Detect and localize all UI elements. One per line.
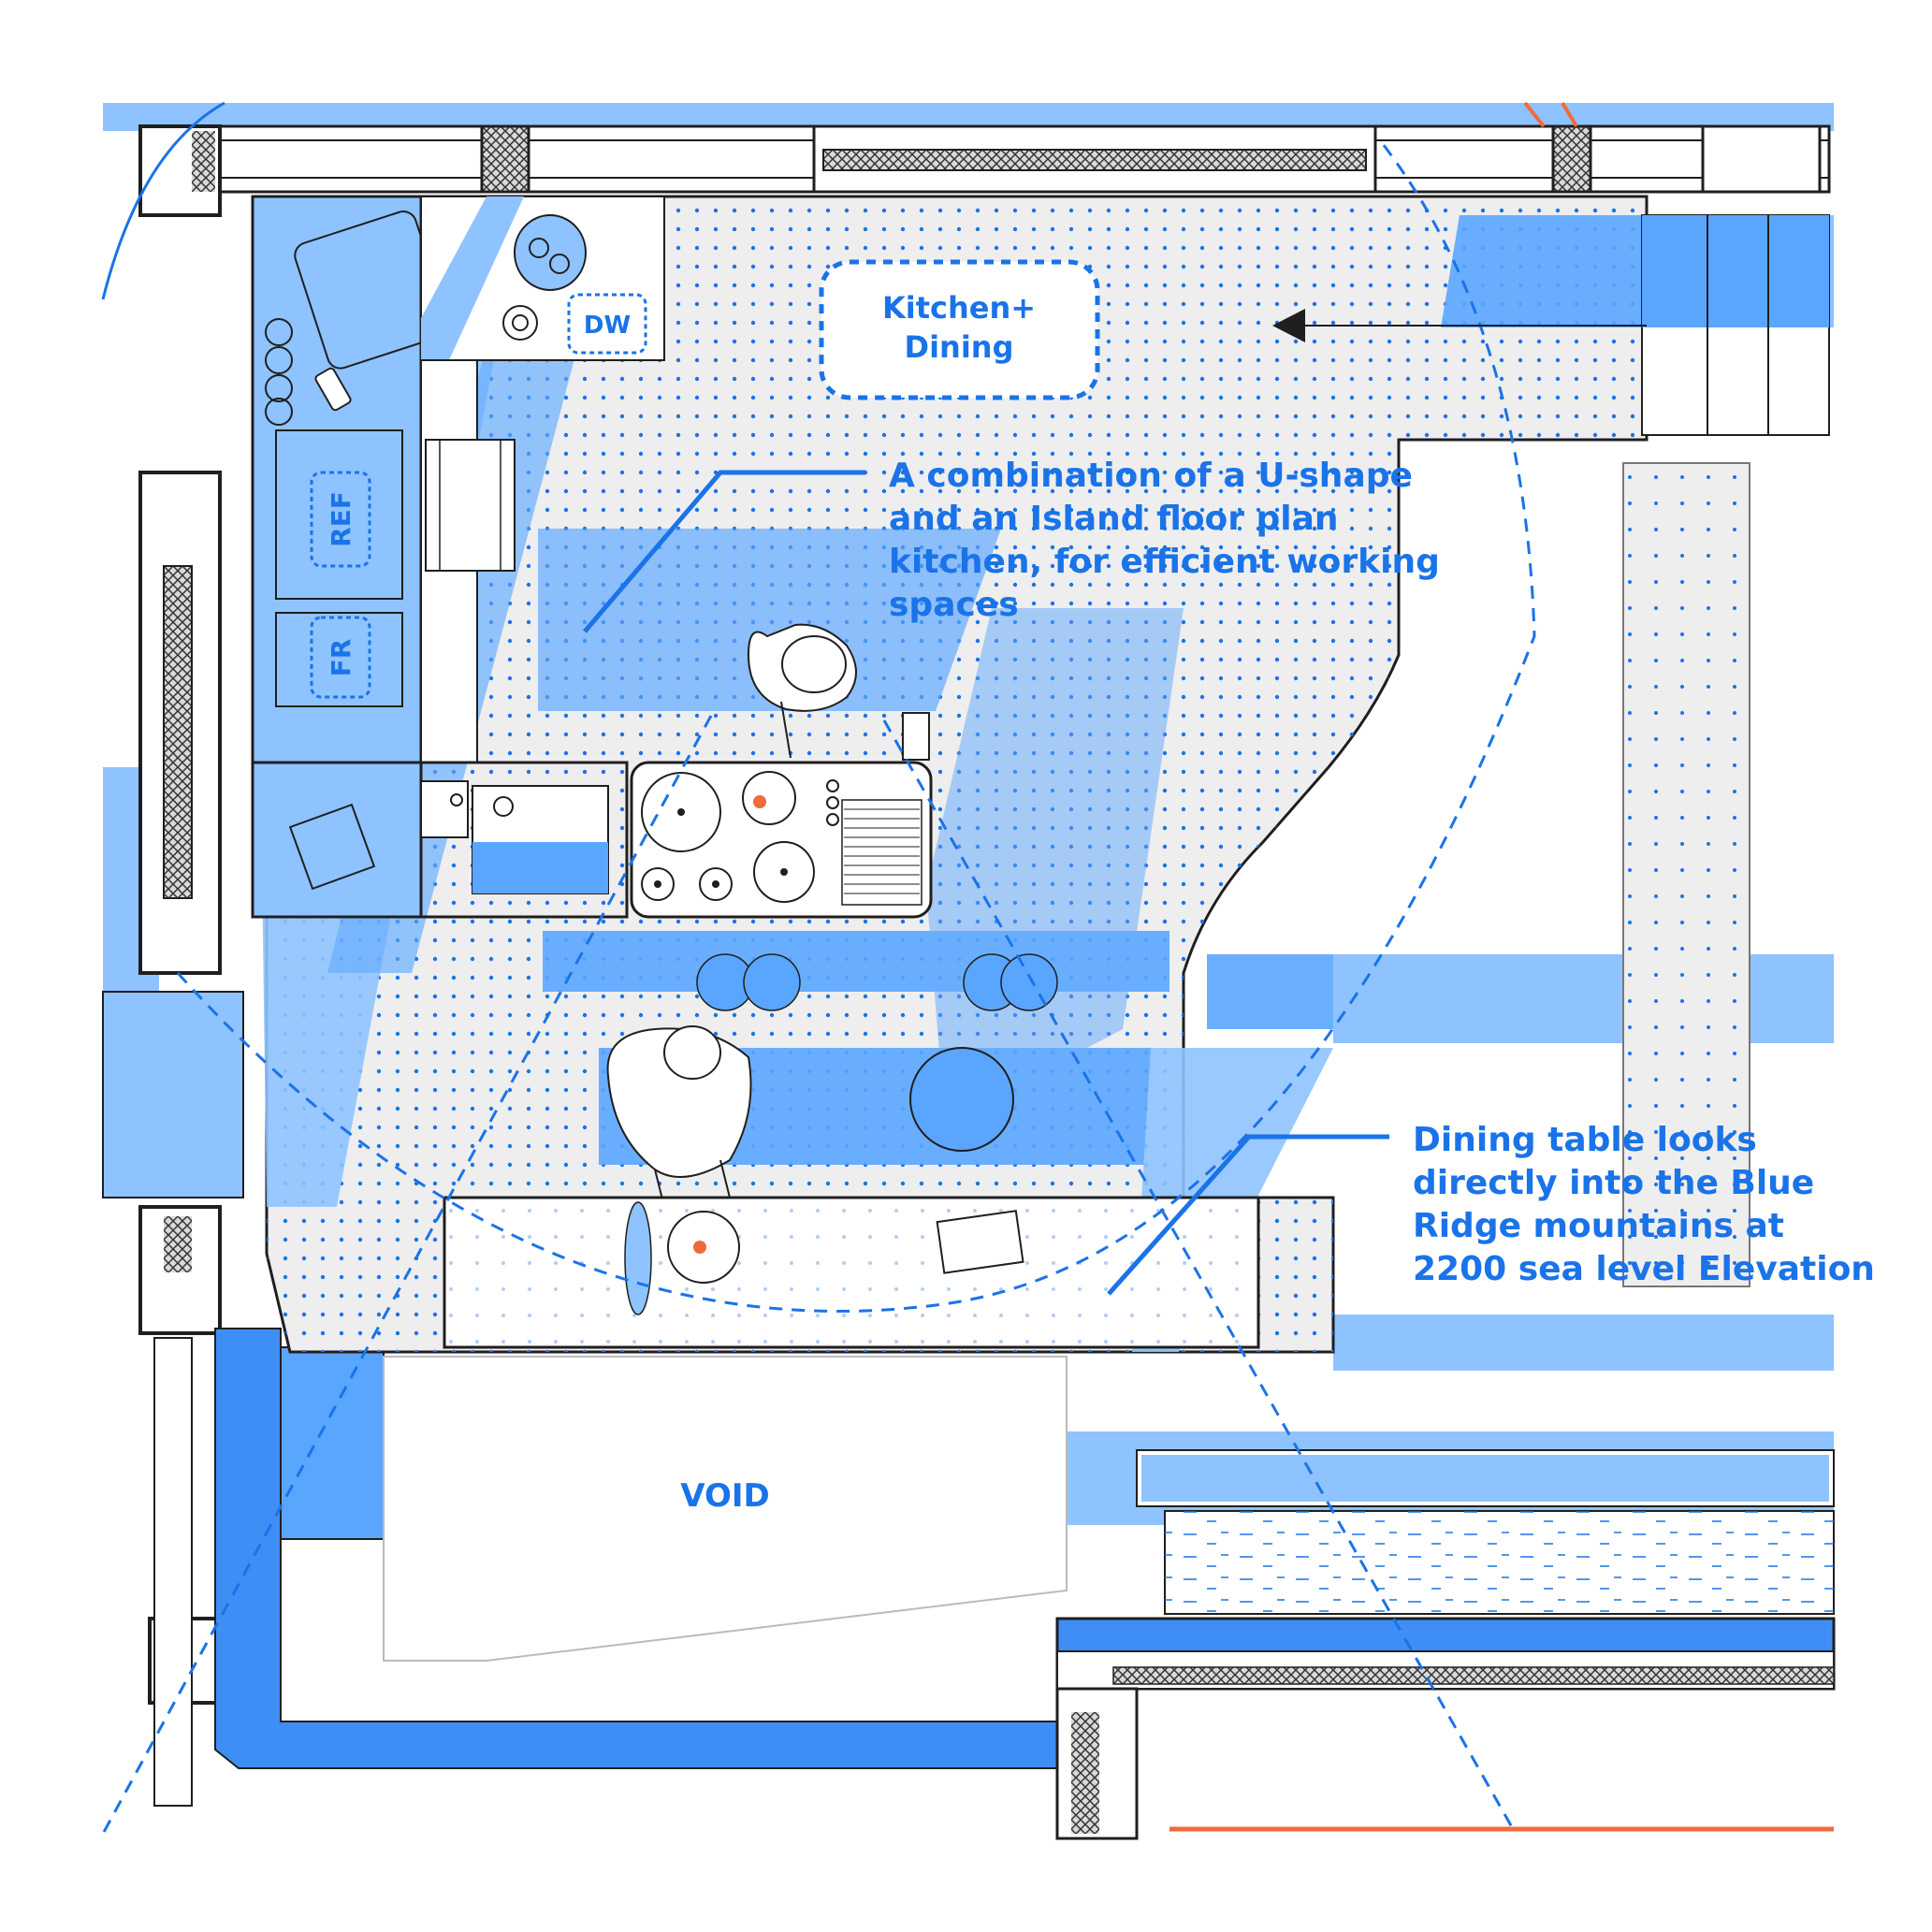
- dishwasher: DW: [567, 293, 647, 355]
- annotation-dining-view-line1: Dining table looks: [1413, 1121, 1757, 1159]
- annotation-kitchen-plan-line1: A combination of a U-shape: [889, 457, 1413, 495]
- lower-right-room: [1055, 1449, 1836, 1840]
- sink-counter: [251, 761, 629, 919]
- room-label: Kitchen+ Dining: [819, 259, 1100, 400]
- void-label: VOID: [680, 1477, 770, 1515]
- annotation-kitchen-plan-line3: kitchen, for efficient working: [889, 543, 1440, 581]
- east-cabinets: [1622, 214, 1830, 1287]
- annotation-kitchen-plan-line2: and an Island floor plan: [889, 500, 1339, 538]
- annotation-kitchen-plan-line4: spaces: [889, 586, 1019, 624]
- freezer-label: FR: [326, 639, 356, 677]
- annotation-kitchen-plan: A combination of a U-shape and an Island…: [583, 457, 1440, 633]
- room-label-line2: Dining: [905, 329, 1014, 365]
- dishwasher-label: DW: [584, 312, 631, 340]
- view-sight-lines: [101, 139, 1536, 1835]
- annotation-dining-view-line3: Ridge mountains at: [1413, 1207, 1784, 1245]
- dining-table[interactable]: [443, 1196, 1260, 1349]
- kitchen-island-cooktop[interactable]: [630, 712, 933, 919]
- person-dining-icon: [606, 1025, 752, 1208]
- direction-arrow: [1272, 309, 1647, 342]
- annotation-dining-view-line2: directly into the Blue: [1413, 1164, 1814, 1202]
- bar-stools: [696, 953, 1058, 1152]
- refrigerator: REF: [310, 471, 371, 568]
- room-label-line1: Kitchen+: [882, 290, 1036, 326]
- annotation-dining-view-line4: 2200 sea level Elevation: [1413, 1250, 1875, 1288]
- annotation-dining-view: Dining table looks directly into the Blu…: [1107, 1121, 1875, 1296]
- refrigerator-label: REF: [326, 491, 356, 547]
- person-cooking-icon: [747, 623, 857, 759]
- north-wall: [138, 101, 1831, 217]
- void-area: [383, 1356, 1068, 1662]
- view-arc-top-left: [101, 101, 225, 300]
- freezer: FR: [310, 616, 371, 699]
